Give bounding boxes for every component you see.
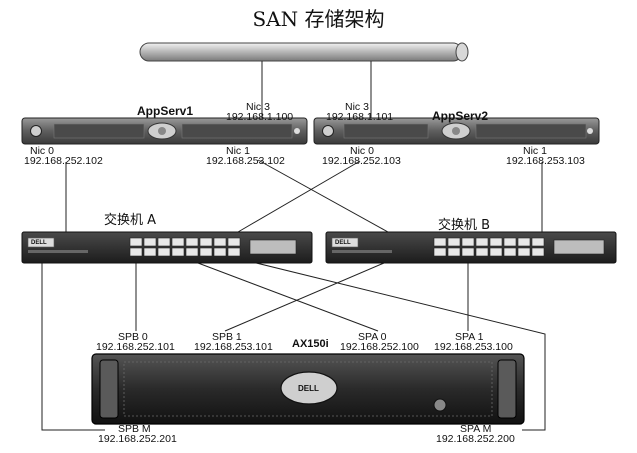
storage-spb0-ip: 192.168.252.101 [96, 341, 175, 353]
storage-name: AX150i [292, 338, 329, 350]
storage-spbm-ip: 192.168.252.201 [98, 433, 177, 445]
appserv1-nic1-label: Nic 1 [226, 145, 250, 157]
appserv1-chassis [21, 117, 308, 145]
switch-a-port-block [129, 237, 297, 257]
appserv1-nic0-label: Nic 0 [30, 145, 54, 157]
network-pipe [139, 42, 469, 62]
link-appserv1-nic1-switch-b [257, 159, 389, 233]
appserv1-nic3-label: Nic 3 [246, 101, 270, 113]
storage-spb1-label: SPB 1 [212, 331, 242, 343]
storage-spbm-label: SPB M [118, 423, 151, 435]
link-switch-b-spb1 [224, 262, 385, 332]
switch-a-name: 交换机 A [104, 213, 157, 228]
storage-spa0-label: SPA 0 [358, 331, 387, 343]
appserv2-chassis [313, 117, 600, 145]
link-switch-a-spam [235, 257, 546, 431]
storage-array-chassis [91, 353, 525, 425]
storage-spa0-ip: 192.168.252.100 [340, 341, 419, 353]
storage-spb1-ip: 192.168.253.101 [194, 341, 273, 353]
appserv2-nic0-label: Nic 0 [350, 145, 374, 157]
switch-b-logo: DELL [335, 240, 351, 246]
appserv2-nic3-label: Nic 3 [345, 101, 369, 113]
storage-logo: DELL [298, 384, 319, 393]
storage-spa1-label: SPA 1 [455, 331, 484, 343]
link-switch-a-spa0 [197, 262, 379, 332]
appserv2-name: AppServ2 [432, 109, 489, 123]
storage-spb0-label: SPB 0 [118, 331, 148, 343]
appserv2-nic0-ip: 192.168.252.103 [322, 155, 401, 167]
appserv1-nic1-ip: 192.168.253.102 [206, 155, 285, 167]
appserv1-name: AppServ1 [137, 104, 194, 118]
switch-b-name: 交换机 B [438, 218, 491, 233]
page-title: SAN 存储架构 [252, 7, 385, 31]
link-switch-a-spbm [41, 263, 105, 431]
switch-b-chassis [325, 231, 617, 264]
storage-spam-ip: 192.168.252.200 [436, 433, 515, 445]
link-appserv2-nic0-switch-a [237, 160, 361, 233]
appserv1-nic3-ip: 192.168.1.100 [226, 111, 294, 123]
appserv2-nic3-ip: 192.168.1.101 [326, 111, 394, 123]
storage-spam-label: SPA M [460, 423, 492, 435]
appserv2-nic1-label: Nic 1 [523, 145, 547, 157]
connection-lines [41, 61, 546, 431]
storage-spa1-ip: 192.168.253.100 [434, 341, 513, 353]
appserv2-nic1-ip: 192.168.253.103 [506, 155, 585, 167]
switch-a-chassis [21, 231, 313, 264]
switch-b-port-block [433, 237, 605, 257]
appserv1-nic0-ip: 192.168.252.102 [24, 155, 103, 167]
switch-a-logo: DELL [31, 240, 47, 246]
